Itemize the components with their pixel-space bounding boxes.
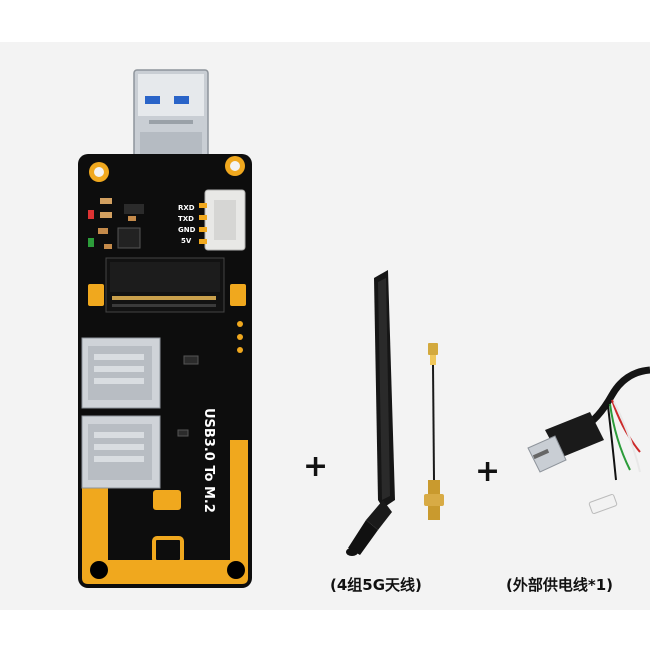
pigtail-cable-icon xyxy=(424,343,444,520)
smd-components xyxy=(98,198,144,249)
plus-sign-1: + xyxy=(303,449,329,484)
plus-sign-2: + xyxy=(475,454,501,489)
pin-label-rxd: RXD xyxy=(178,204,195,212)
sim-slot-1 xyxy=(81,337,161,409)
power-cable-caption: (外部供电线*1) xyxy=(506,576,613,594)
pin-label-gnd: GND xyxy=(178,226,196,234)
test-pads xyxy=(237,321,243,353)
m2-slot xyxy=(105,257,225,313)
jst-plug-icon xyxy=(588,493,618,515)
mounting-holes xyxy=(89,156,245,579)
antenna-icon xyxy=(346,270,395,556)
pin-label-5v: 5V xyxy=(181,237,192,245)
wire-leads xyxy=(607,399,641,481)
antenna-caption: (4组5G天线) xyxy=(330,576,422,594)
pin-label-txd: TXD xyxy=(178,215,194,223)
status-leds xyxy=(88,210,94,247)
sim-slot-2 xyxy=(81,415,161,489)
board-silk-title: USB3.0 To M.2 xyxy=(201,408,216,513)
usb-a-connector-icon xyxy=(527,412,604,473)
jst-power-connector xyxy=(199,189,246,251)
